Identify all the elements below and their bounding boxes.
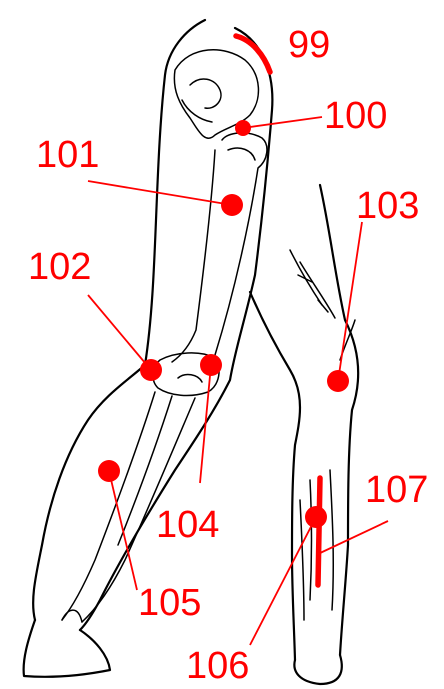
leader-100 [243, 117, 322, 128]
point-101-marker [221, 194, 243, 216]
point-103-marker [327, 370, 349, 392]
point-104-marker [200, 354, 222, 376]
leader-101 [88, 181, 232, 205]
label-101: 101 [36, 134, 99, 176]
point-107-marker [318, 478, 320, 585]
label-106: 106 [186, 645, 249, 687]
front-leg-outline [24, 20, 273, 677]
label-100: 100 [324, 95, 387, 137]
point-105-marker [98, 460, 120, 482]
point-106-marker [305, 506, 327, 528]
label-103: 103 [356, 185, 419, 227]
point-labels: 99 100 101 102 103 104 105 106 107 [28, 24, 428, 687]
leader-102 [88, 295, 151, 370]
leader-104 [200, 365, 211, 483]
leader-106 [250, 517, 316, 645]
back-leg-outline [250, 185, 358, 684]
label-102: 102 [28, 246, 91, 288]
point-102-marker [140, 359, 162, 381]
label-107: 107 [365, 469, 428, 511]
leader-105 [109, 471, 137, 590]
label-105: 105 [138, 582, 201, 624]
label-104: 104 [156, 504, 219, 546]
point-100-marker [235, 120, 251, 136]
label-99: 99 [288, 24, 330, 66]
leader-107 [318, 521, 388, 554]
